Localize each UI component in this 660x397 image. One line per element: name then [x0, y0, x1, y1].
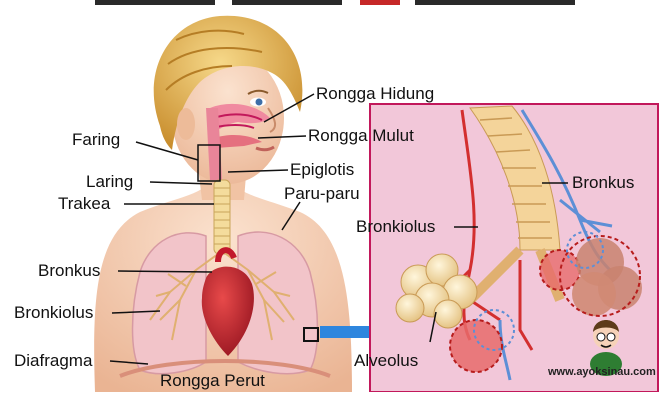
label-trakea: Trakea — [58, 195, 110, 212]
label-diafragma: Diafragma — [14, 352, 92, 369]
label-faring: Faring — [72, 131, 120, 148]
label-epiglotis: Epiglotis — [290, 161, 354, 178]
watermark-text: www.ayoksinau.com — [548, 366, 656, 378]
label-paru-paru: Paru-paru — [284, 185, 360, 202]
label-rongga-perut: Rongga Perut — [160, 372, 265, 389]
trachea — [214, 180, 230, 254]
title-fragment — [95, 0, 575, 5]
label-rongga-hidung: Rongga Hidung — [316, 85, 434, 102]
label-bronkus-right: Bronkus — [572, 174, 634, 191]
label-bronkus-left: Bronkus — [38, 262, 100, 279]
label-rongga-mulut: Rongga Mulut — [308, 127, 414, 144]
label-laring: Laring — [86, 173, 133, 190]
label-bronkiolus-left: Bronkiolus — [14, 304, 93, 321]
label-bronkiolus-right: Bronkiolus — [356, 218, 435, 235]
alveolus-inset — [370, 104, 658, 392]
label-alveolus: Alveolus — [354, 352, 418, 369]
